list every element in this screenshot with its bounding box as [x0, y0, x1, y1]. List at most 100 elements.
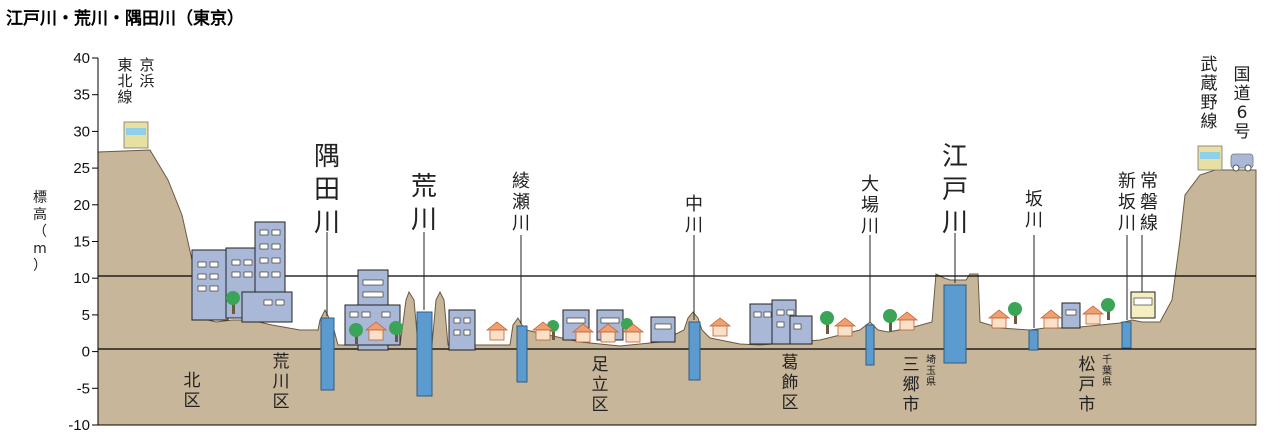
houses [364, 305, 1105, 343]
building [749, 303, 775, 345]
tree [1008, 302, 1022, 324]
oba-river-water [865, 324, 875, 366]
river-name-label: 綾瀬川 [512, 171, 530, 234]
musashino-line-train-icon [1197, 145, 1223, 171]
tree [820, 311, 834, 334]
page-title: 江戸川・荒川・隅田川（東京） [6, 9, 244, 29]
y-tick-label: -10 [68, 417, 90, 434]
river-name-label: 中川 [685, 194, 703, 236]
river-name-label: 江戸川 [942, 142, 968, 238]
route-label: 東北線 [117, 56, 132, 106]
house [895, 311, 919, 331]
building-windows [197, 229, 1077, 336]
y-tick-label: 40 [73, 50, 90, 67]
river-name-label: 大場川 [861, 174, 879, 237]
building [241, 291, 293, 323]
river-name-label-text: 荒川 [411, 172, 437, 235]
building [1061, 302, 1081, 329]
river-name-label-text: 大場川 [861, 174, 879, 237]
river-name-label-text: 綾瀬川 [512, 171, 530, 234]
river-name-label-text: 坂川 [1025, 189, 1043, 231]
route-label-text: 東北線 [117, 56, 132, 106]
y-tick-label: 35 [73, 87, 90, 104]
route-label-text: 常磐線 [1140, 171, 1158, 234]
y-axis-ticks: 40 35 30 25 20 15 10 5 0 -5 -10 [68, 50, 98, 434]
ward-name-label: 松戸市 [1079, 355, 1096, 415]
building [650, 316, 676, 343]
ward-name-label: 足立区 [592, 355, 609, 415]
house [1039, 309, 1063, 329]
route-label: 京浜 [139, 56, 154, 90]
y-tick-label: 30 [73, 123, 90, 140]
route-label: 武蔵野線 [1201, 55, 1218, 132]
river-pointer-lines [326, 232, 1143, 328]
y-tick-label: 20 [73, 197, 90, 214]
ward-name-label-text: 荒川区 [273, 352, 290, 412]
prefecture-label-text: 埼玉県 [926, 353, 936, 388]
ward-name-label-text: 北区 [184, 371, 201, 411]
y-tick-label: 0 [82, 344, 90, 361]
ward-name-label: 北区 [184, 371, 201, 411]
river-name-label: 新坂川 [1118, 171, 1136, 234]
sakagawa-river-water [1028, 329, 1039, 351]
river-name-label-text: 隅田川 [314, 142, 340, 238]
ward-name-label: 葛飾区 [782, 353, 799, 413]
route-label-text: 京浜 [139, 56, 154, 90]
building [789, 315, 813, 345]
house [1081, 305, 1105, 325]
route6-car-icon [1230, 153, 1254, 172]
tree [226, 291, 240, 314]
river-name-label: 荒川 [411, 172, 437, 235]
river-name-label-text: 中川 [685, 194, 703, 236]
house [621, 323, 645, 343]
arakawa-river-water [416, 311, 433, 397]
y-tick-label: -5 [77, 380, 90, 397]
route-label: 常磐線 [1140, 171, 1158, 234]
y-axis-title: 標高（m） [33, 190, 47, 274]
house [531, 321, 555, 341]
house [596, 323, 620, 343]
y-tick-label: 10 [73, 270, 90, 287]
tree [883, 309, 897, 332]
prefecture-label: 埼玉県 [926, 353, 936, 388]
ayase-river-water [516, 325, 528, 383]
prefecture-label-text: 千葉県 [1102, 354, 1112, 388]
ward-name-label: 荒川区 [273, 352, 290, 412]
y-tick-label: 25 [73, 160, 90, 177]
tree [1101, 298, 1115, 320]
edogawa-river-water [943, 284, 967, 364]
route-label-text: 武蔵野線 [1201, 55, 1218, 132]
ward-name-label-text: 松戸市 [1079, 355, 1096, 415]
building [448, 309, 476, 351]
y-tick-label: 5 [82, 307, 90, 324]
tree [389, 321, 403, 342]
prefecture-label: 千葉県 [1102, 354, 1112, 388]
house [708, 317, 732, 337]
sumida-river-water [320, 317, 335, 391]
y-axis-title-text: 標高（m） [33, 190, 47, 274]
ward-name-label-text: 足立区 [592, 355, 609, 415]
ward-name-label-text: 葛飾区 [782, 353, 799, 413]
house [364, 321, 388, 341]
y-tick-label: 15 [73, 234, 90, 251]
ward-name-label: 三郷市 [903, 355, 920, 415]
house [833, 317, 857, 337]
house [485, 321, 509, 341]
river-name-label: 坂川 [1025, 189, 1043, 231]
joban-line-train-icon [1130, 291, 1156, 319]
river-name-label-text: 新坂川 [1118, 171, 1136, 234]
house [987, 309, 1011, 329]
tohoku-line-train-icon [123, 121, 149, 149]
river-name-label-text: 江戸川 [942, 142, 968, 238]
river-name-label: 隅田川 [314, 142, 340, 238]
shin-sakagawa-river-water [1121, 321, 1132, 349]
ward-name-label-text: 三郷市 [903, 355, 920, 415]
tree [349, 323, 363, 344]
house [571, 323, 595, 343]
nakagawa-river-water [688, 321, 701, 381]
building [191, 249, 229, 321]
